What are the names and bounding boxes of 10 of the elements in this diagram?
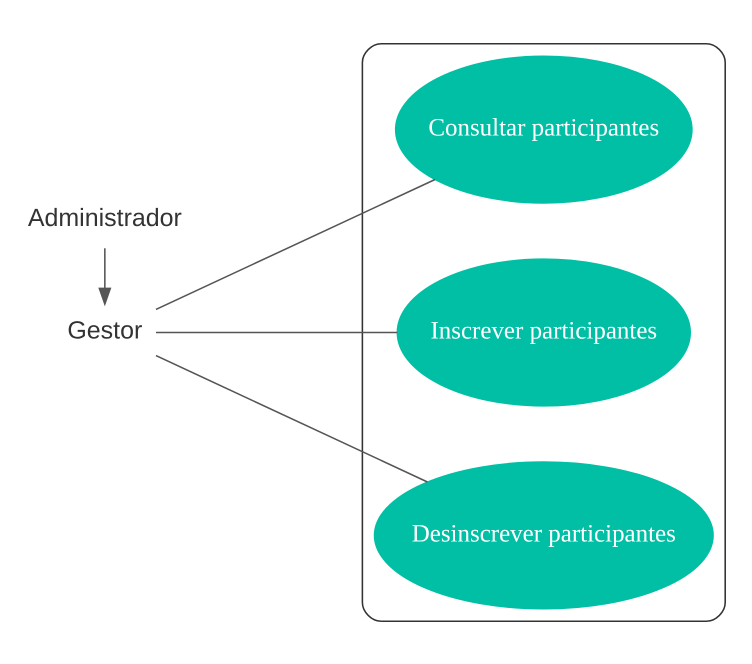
cluster [362, 42, 726, 622]
node-ellipse: Desinscrever participantes [374, 460, 714, 610]
connector [156, 178, 436, 310]
node-text: Administrador [28, 204, 182, 232]
connector [156, 354, 428, 482]
connector [156, 331, 398, 333]
node-ellipse: Consultar participantes [394, 54, 693, 204]
node-text: Gestor [67, 316, 142, 344]
node-ellipse: Inscrever participantes [396, 258, 691, 406]
arrow [98, 248, 112, 306]
